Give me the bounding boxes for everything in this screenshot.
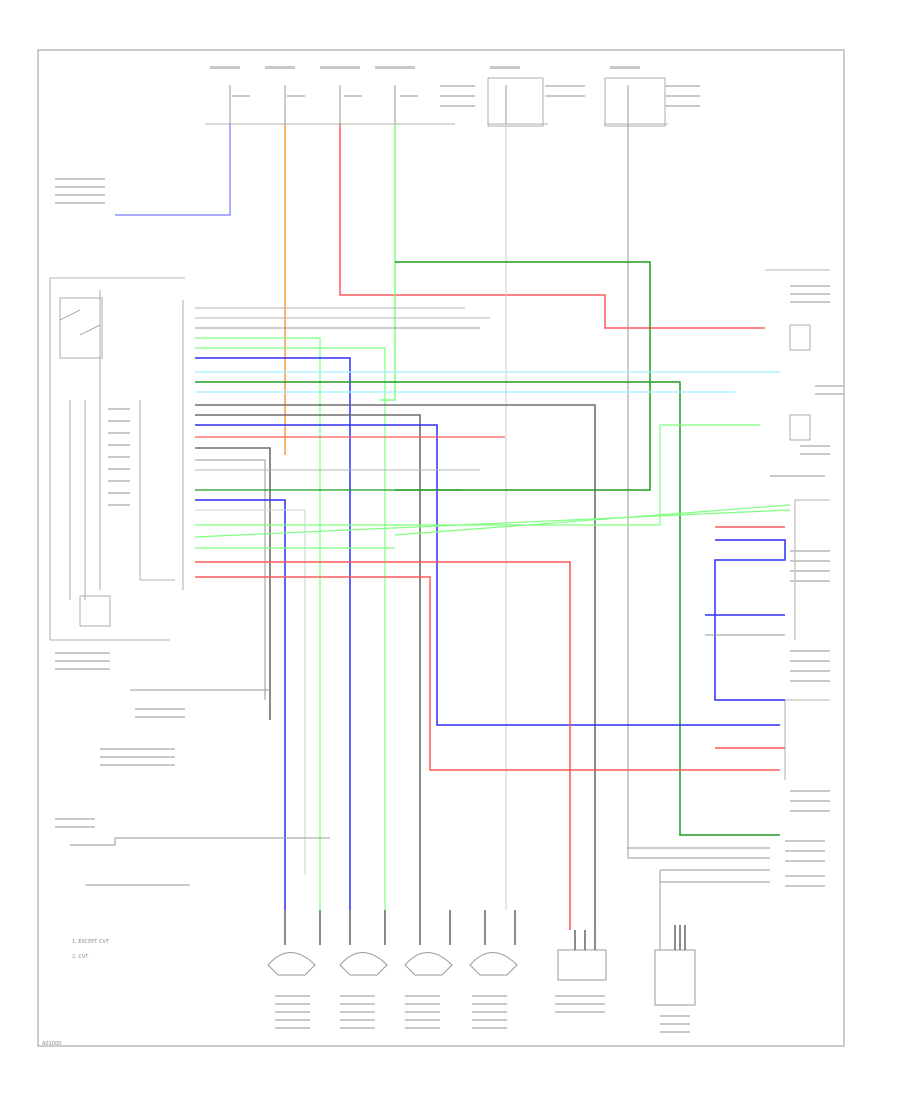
wire-dark-green-bus — [395, 261, 651, 491]
wire-gray-right — [627, 124, 770, 859]
fuse-labels — [210, 66, 700, 107]
wire-green-fuse4 — [380, 124, 396, 401]
right-connectors — [765, 269, 830, 780]
left-switch-box — [49, 277, 185, 641]
fuse-box-right — [604, 77, 666, 127]
left-box-labels — [55, 178, 185, 828]
right-labels — [770, 285, 845, 887]
sensor-leads — [284, 910, 686, 950]
harness-wires — [194, 307, 791, 930]
footer-code: A01000 — [42, 1041, 61, 1047]
diagram-frame — [37, 49, 845, 1047]
legend-item-1: 1. EXCEPT CVT — [72, 939, 110, 945]
wire-blue-right — [714, 539, 786, 701]
bottom-labels — [275, 995, 690, 1033]
relay-box — [487, 77, 544, 127]
wire-red-fuse3 — [339, 124, 765, 329]
left-lower-wires — [70, 689, 330, 886]
fuse-stubs — [229, 85, 629, 124]
legend-item-2: 2. CVT — [72, 954, 89, 960]
wire-light-blue-fuse1 — [115, 124, 231, 216]
wire-green-cross-right — [394, 504, 791, 536]
legend: 1. EXCEPT CVT 2. CVT — [72, 939, 110, 960]
